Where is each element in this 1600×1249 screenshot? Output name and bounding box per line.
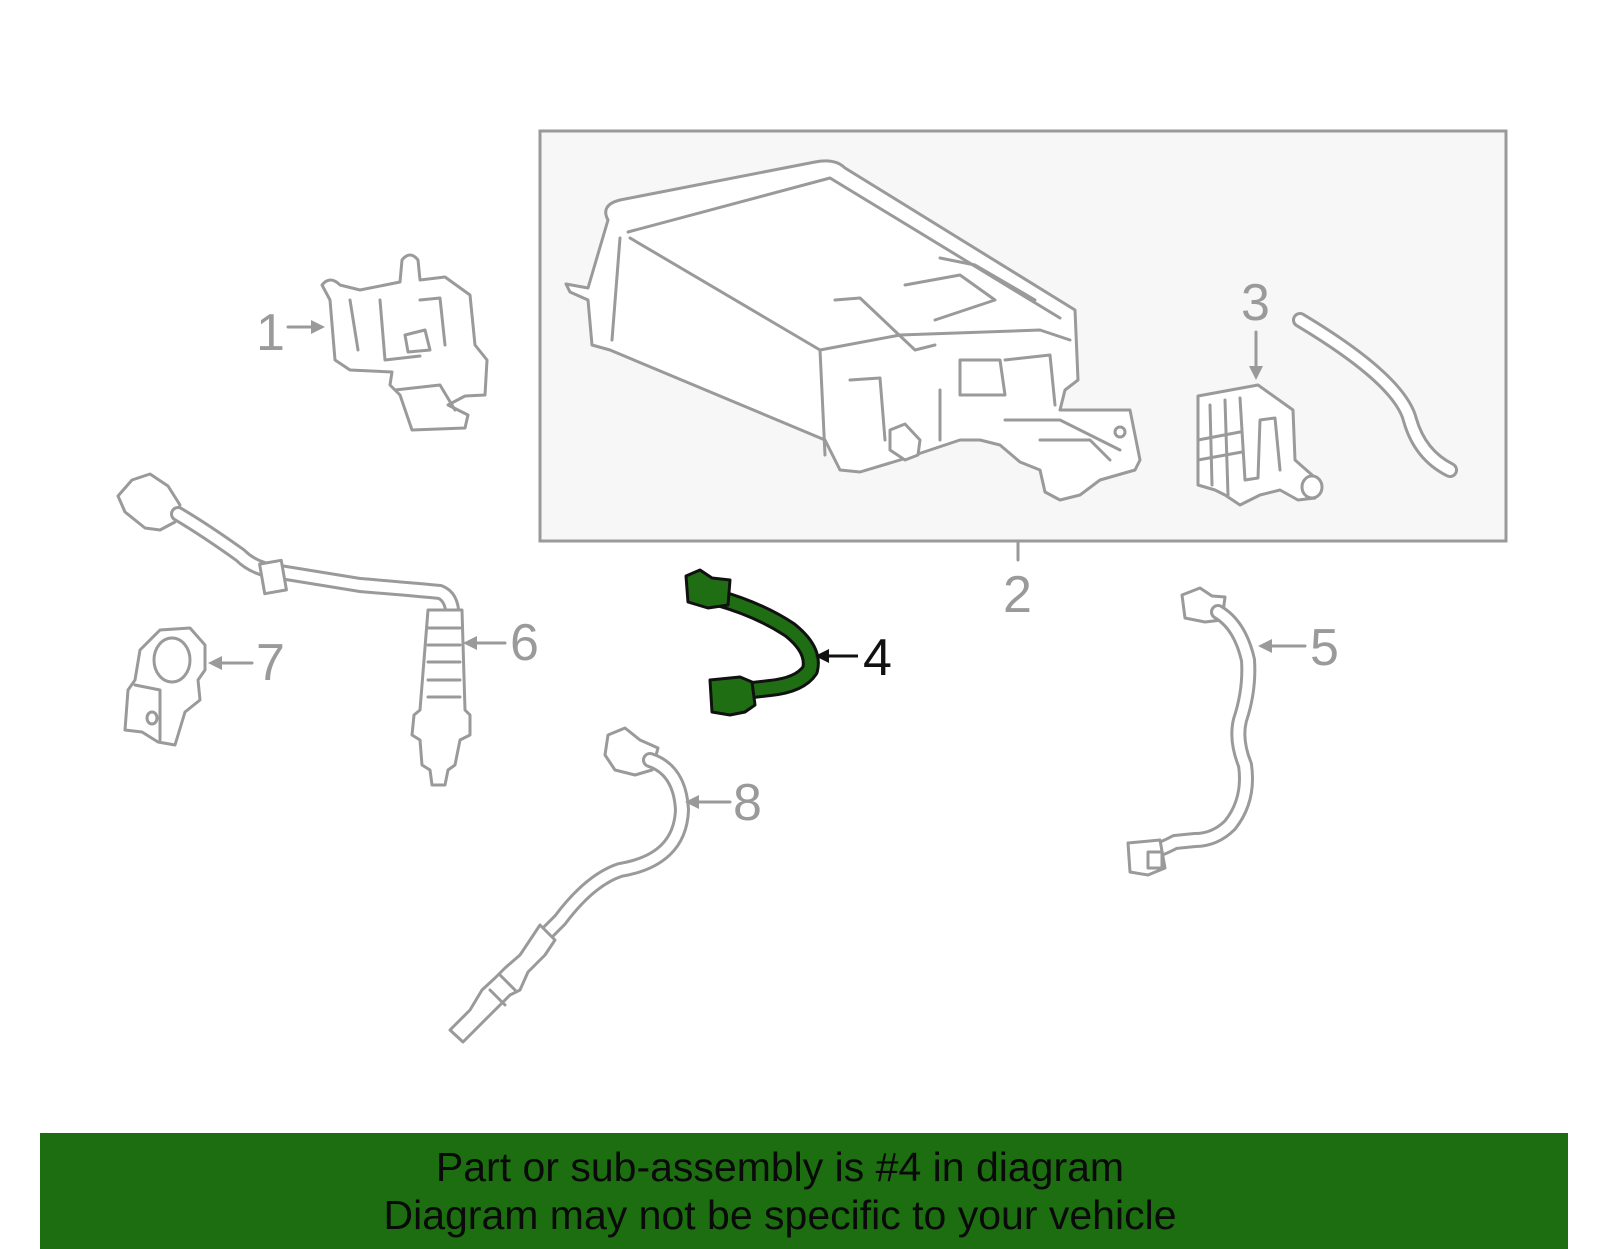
banner-line-2: Diagram may not be specific to your vehi… — [383, 1192, 1177, 1238]
banner-line-1: Part or sub-assembly is #4 in diagram — [435, 1144, 1125, 1190]
callout-8: 8 — [733, 774, 762, 832]
part-7-bracket[interactable] — [123, 626, 254, 747]
part-6-oxygen-sensor[interactable] — [116, 472, 507, 787]
part-2-canister-assembly[interactable] — [538, 129, 1508, 562]
callout-5: 5 — [1310, 619, 1339, 677]
callout-7: 7 — [256, 634, 285, 692]
part-1-valve[interactable] — [286, 253, 489, 432]
part-5-hose[interactable] — [1126, 586, 1307, 877]
callout-6: 6 — [510, 614, 539, 672]
callout-4: 4 — [863, 629, 892, 687]
part-8-oxygen-sensor[interactable] — [448, 726, 732, 1044]
info-banner: Part or sub-assembly is #4 in diagram Di… — [40, 1133, 1568, 1249]
callout-2: 2 — [1003, 566, 1032, 624]
part-4-hose-highlighted[interactable] — [684, 568, 858, 717]
callout-3: 3 — [1241, 274, 1270, 332]
callout-1: 1 — [256, 304, 285, 362]
part-3-vsv[interactable] — [1196, 312, 1458, 507]
